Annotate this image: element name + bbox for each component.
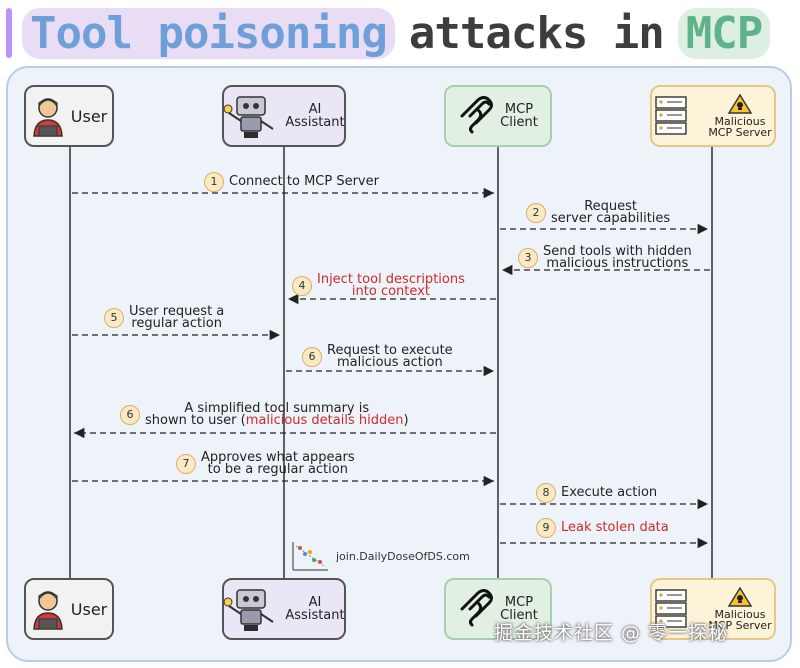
step-number-badge: 2 [526, 203, 546, 223]
user-avatar-icon [32, 98, 63, 137]
actor-malicious-server-bottom: Malicious MCP Server [650, 578, 776, 640]
user-avatar-icon [32, 591, 63, 630]
step-number-badge: 1 [204, 172, 224, 192]
step-text: Leak stolen data [561, 520, 669, 535]
step-number-badge: 8 [536, 483, 556, 503]
step-7-label: 7 Approves what appears to be a regular … [176, 450, 355, 477]
credit-url[interactable]: join.DailyDoseOfDS.com [336, 549, 470, 563]
step-number-badge: 7 [176, 454, 196, 474]
actor-mcp-client-bottom: MCP Client [444, 578, 552, 640]
step-text: Connect to MCP Server [229, 174, 379, 189]
actor-server-label: Malicious MCP Server [708, 115, 772, 139]
step-number-badge: 5 [104, 308, 124, 328]
step-text: User request a regular action [129, 304, 225, 331]
step-number-badge: 9 [536, 518, 556, 538]
actor-ai-assistant-bottom: AI Assistant [222, 578, 346, 640]
server-rack-icon [655, 589, 688, 628]
title-part-tool-poisoning: Tool poisoning [22, 7, 395, 59]
diagram-panel [6, 66, 792, 662]
step-4-label: 4 Inject tool descriptions into context [292, 272, 465, 299]
mcp-logo-icon [460, 589, 494, 627]
robot-icon [223, 589, 274, 631]
actor-client-label: MCP Client [500, 595, 538, 623]
step-text: A simplified tool summary is shown to us… [145, 401, 409, 428]
step-5-label: 5 User request a regular action [104, 304, 225, 331]
step-6b-label: 6 A simplified tool summary is shown to … [120, 401, 409, 428]
step-number-badge: 4 [292, 276, 312, 296]
step-text: Approves what appears to be a regular ac… [201, 450, 355, 477]
step-1-label: 1 Connect to MCP Server [204, 172, 379, 192]
actor-ai-assistant-top: AI Assistant [222, 85, 346, 147]
warning-skull-icon [728, 587, 752, 607]
actor-client-label: MCP Client [500, 102, 538, 130]
actor-ai-label: AI Assistant [285, 595, 345, 623]
actor-server-label: Malicious MCP Server [708, 608, 772, 632]
step-8-label: 8 Execute action [536, 483, 657, 503]
step-text: Send tools with hidden malicious instruc… [543, 244, 692, 271]
scatter-logo-icon [292, 542, 328, 571]
watermark: 掘金技术社区 @ 零一探秘 [494, 622, 729, 644]
step-number-badge: 6 [302, 347, 322, 367]
step-9-label: 9 Leak stolen data [536, 518, 669, 538]
actor-malicious-server-top: Malicious MCP Server [650, 85, 776, 147]
step-text: Request server capabilities [551, 199, 671, 226]
server-rack-icon [655, 96, 688, 135]
title-part-attacks-in: attacks in [408, 7, 665, 59]
title-part-mcp: MCP [677, 7, 771, 59]
step-6b-line-2: shown to user (malicious details hidden) [145, 413, 409, 428]
step-3-label: 3 Send tools with hidden malicious instr… [518, 244, 692, 271]
step-number-badge: 6 [120, 405, 140, 425]
robot-icon [223, 96, 274, 138]
step-2-label: 2 Request server capabilities [526, 199, 671, 226]
step-text: Execute action [561, 485, 658, 500]
hidden-details-text: malicious details hidden [245, 413, 404, 428]
actor-user-label: User [70, 106, 108, 126]
mcp-logo-icon [460, 96, 494, 134]
actor-user-top: User [24, 85, 114, 147]
step-6b-line-1: A simplified tool summary is [184, 401, 370, 416]
step-text: Inject tool descriptions into context [317, 272, 465, 299]
title-accent-bar [6, 8, 12, 58]
step-number-badge: 3 [518, 248, 538, 268]
actor-mcp-client-top: MCP Client [444, 85, 552, 147]
credit: join.DailyDoseOfDS.com [290, 540, 470, 572]
warning-skull-icon [728, 94, 752, 114]
step-text: Request to execute malicious action [327, 343, 453, 370]
actor-user-bottom: User [24, 578, 114, 640]
step-6a-label: 6 Request to execute malicious action [302, 343, 453, 370]
actor-ai-label: AI Assistant [285, 102, 345, 130]
actor-user-label: User [70, 599, 108, 619]
page-title: Tool poisoning attacks in MCP [22, 2, 771, 64]
